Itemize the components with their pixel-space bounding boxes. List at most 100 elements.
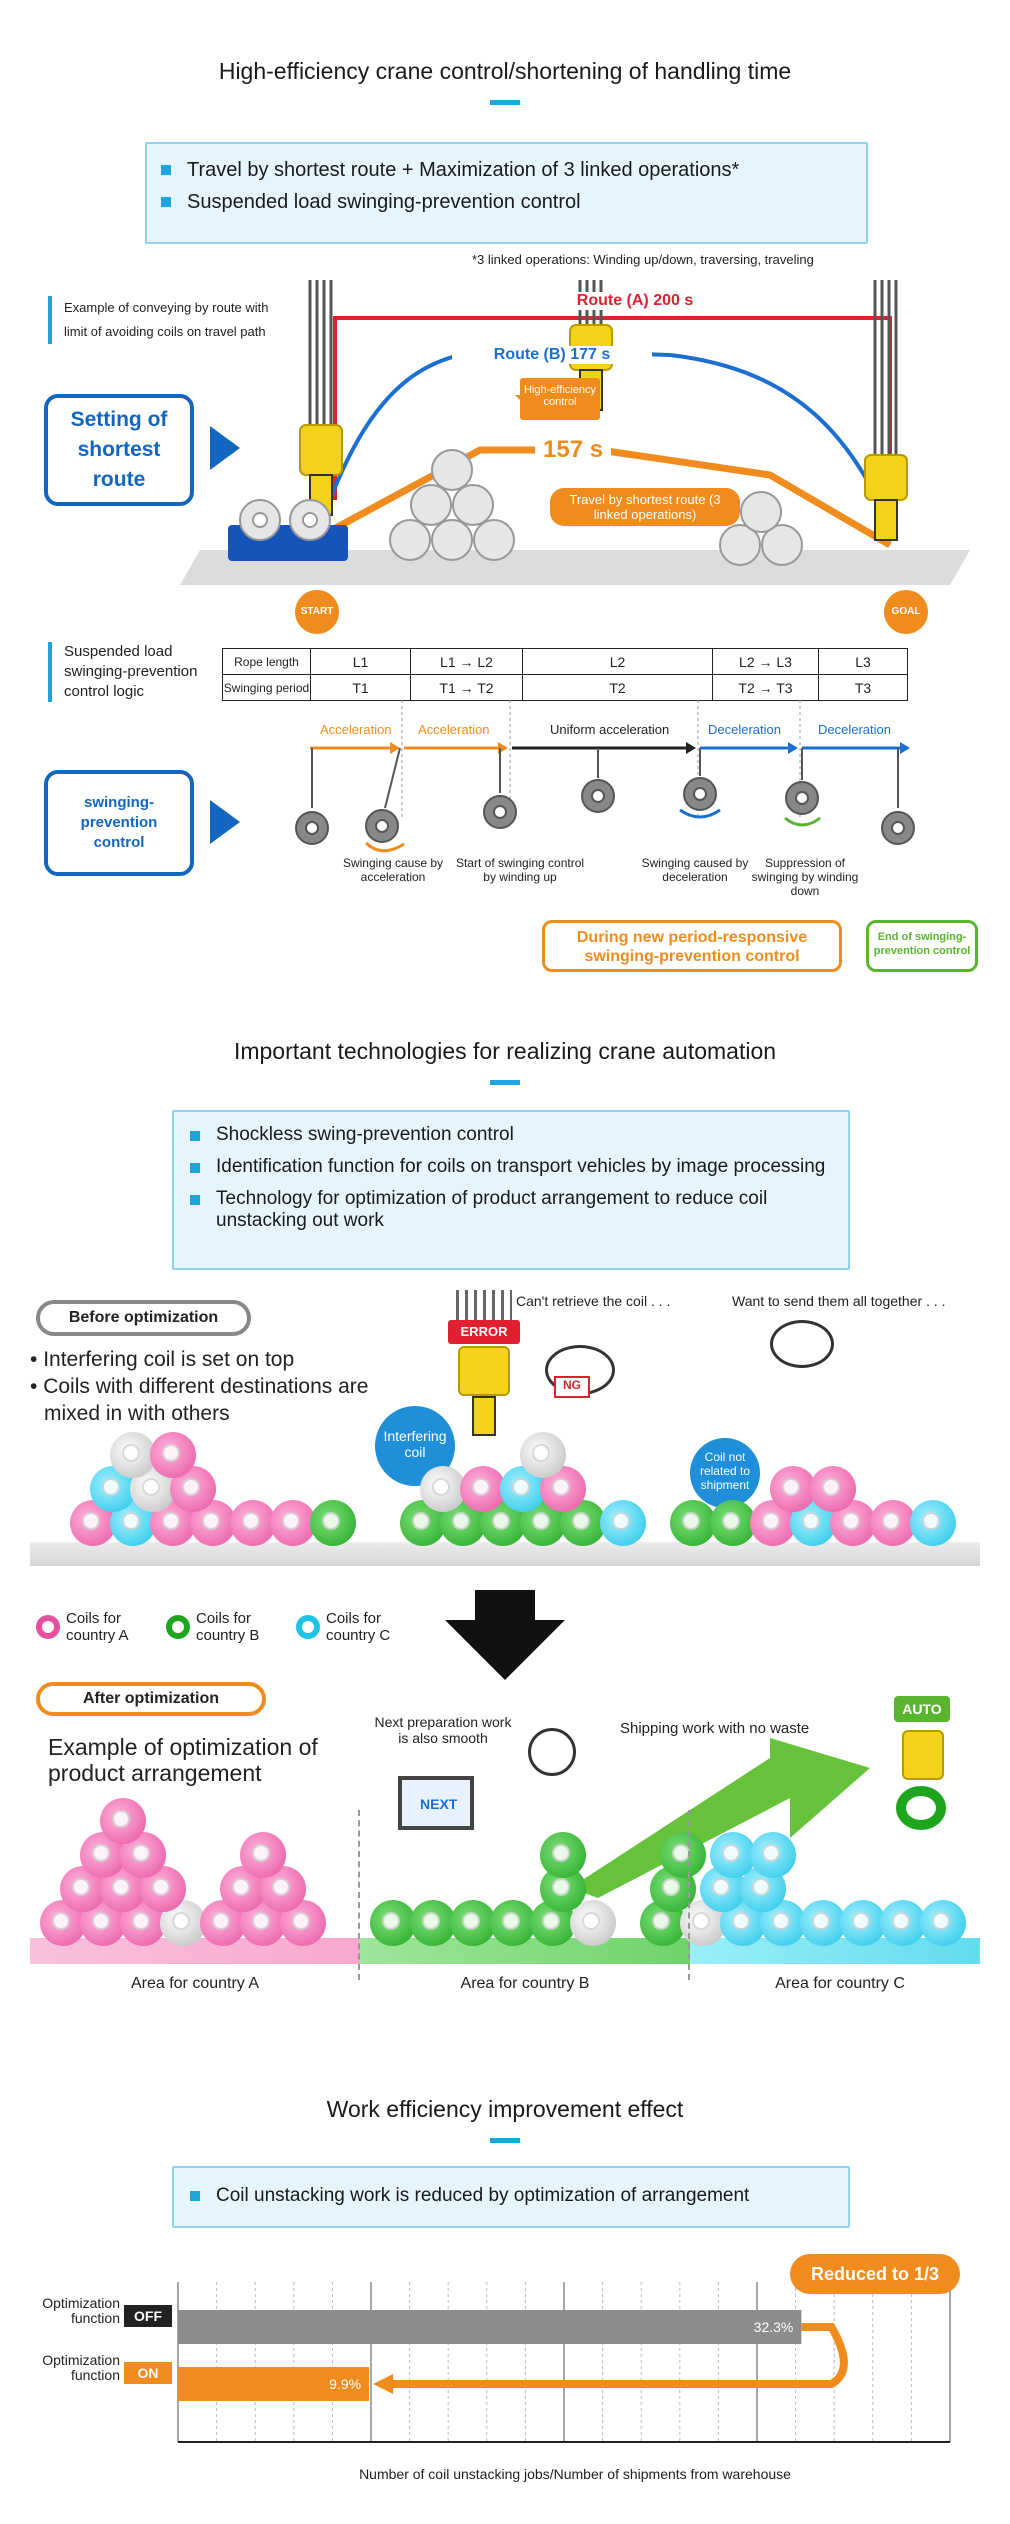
swing-logic-table: Rope length L1 L1 → L2 L2 L2 → L3 L3 Swi… xyxy=(222,648,908,701)
x-axis-label: Number of coil unstacking jobs/Number of… xyxy=(359,2466,791,2482)
table-cell: T2 xyxy=(522,674,713,701)
footnote: *3 linked operations: Winding up/down, t… xyxy=(472,252,814,267)
before-optimization-label: Before optimization xyxy=(36,1300,251,1336)
start-marker: START xyxy=(295,590,339,634)
reduction-arrowhead xyxy=(373,2374,394,2394)
crane-hoist-icon xyxy=(902,1730,944,1780)
table-cell: L2 xyxy=(522,648,713,675)
table-head: Swinging period xyxy=(222,674,311,701)
ng-badge: NG xyxy=(554,1376,590,1398)
white-coil-icon xyxy=(110,1432,156,1478)
caption: Suppression of swinging by winding down xyxy=(751,856,859,898)
want-send-text: Want to send them all together . . . xyxy=(732,1293,946,1309)
caption: Start of swinging control by winding up xyxy=(455,856,585,884)
bullet-square-icon xyxy=(161,197,171,207)
monitor-icon xyxy=(398,1776,474,1830)
green-coil-icon xyxy=(450,1900,496,1946)
bullet-square-icon xyxy=(190,2191,200,2201)
legend-item: Coils for country A xyxy=(36,1610,144,1644)
pink-coil-icon xyxy=(460,1466,506,1512)
area-divider xyxy=(358,1810,360,1980)
table-cell: T2 → T3 xyxy=(712,674,819,701)
info-item: Technology for optimization of product a… xyxy=(190,1188,832,1232)
pink-coil-icon xyxy=(230,1500,276,1546)
cyan-coil-icon xyxy=(750,1832,796,1878)
pink-coil-icon xyxy=(870,1500,916,1546)
route-b-line xyxy=(328,347,890,521)
cyan-coil-icon xyxy=(840,1900,886,1946)
table-cell: T3 xyxy=(818,674,908,701)
coil-stack-right xyxy=(719,491,803,566)
green-coil-icon xyxy=(166,1615,190,1639)
cant-retrieve-text: Can't retrieve the coil . . . xyxy=(516,1293,671,1309)
pink-coil-icon xyxy=(36,1615,60,1639)
area-label: Area for country B xyxy=(460,1975,590,1992)
x-tick-label: 40 (%) xyxy=(944,2451,985,2452)
crane-hoist-start xyxy=(299,280,343,516)
white-coil-icon xyxy=(570,1900,616,1946)
bullet-square-icon xyxy=(161,165,171,175)
phase-label: Acceleration xyxy=(320,722,392,737)
bar-value-label: 9.9% xyxy=(329,2376,361,2392)
row-label-on: Optimization function xyxy=(42,2352,120,2383)
setting-shortest-route-box: Setting of shortest route xyxy=(44,394,194,506)
reduction-arrow xyxy=(389,2323,848,2388)
cyan-coil-icon xyxy=(600,1500,646,1546)
green-coil-icon xyxy=(540,1832,586,1878)
caption: Swinging cause by acceleration xyxy=(342,856,444,884)
section3-info-box: Coil unstacking work is reduced by optim… xyxy=(172,2166,850,2228)
pink-coil-icon xyxy=(140,1866,186,1912)
table-cell: T1 → T2 xyxy=(410,674,523,701)
info-item: Travel by shortest route + Maximization … xyxy=(161,158,852,182)
row-label-off: Optimization function xyxy=(42,2295,120,2326)
example-title: Example of optimization of product arran… xyxy=(48,1734,318,1786)
phase-label: Deceleration xyxy=(818,722,891,737)
crane-hook-icon xyxy=(472,1396,496,1436)
coil-stack-start xyxy=(239,499,331,541)
phase-label: Acceleration xyxy=(418,722,490,737)
white-coil-icon xyxy=(420,1466,466,1512)
coil-legend: Coils for country A Coils for country B … xyxy=(36,1610,404,1644)
section1-title: High-efficiency crane control/shortening… xyxy=(218,58,792,84)
pink-coil-icon xyxy=(810,1466,856,1512)
bullet-square-icon xyxy=(190,1163,200,1173)
legend-item: Coils for country B xyxy=(166,1610,274,1644)
pink-coil-icon xyxy=(270,1500,316,1546)
before-bullets: • Interfering coil is set on top • Coils… xyxy=(30,1346,410,1427)
info-item: Shockless swing-prevention control xyxy=(190,1124,832,1146)
x-tick-label: 10 xyxy=(363,2451,379,2452)
green-coil-icon xyxy=(310,1500,356,1546)
bar-value-label: 32.3% xyxy=(754,2319,794,2335)
table-head: Rope length xyxy=(222,648,311,675)
route-note: Example of conveying by route with limit… xyxy=(48,296,308,344)
white-coil-icon xyxy=(520,1432,566,1478)
section2-info-box: Shockless swing-prevention control Ident… xyxy=(172,1110,850,1270)
bullet-square-icon xyxy=(190,1131,200,1141)
not-related-bubble: Coil not related to shipment xyxy=(690,1438,760,1508)
section3-title: Work efficiency improvement effect xyxy=(326,2096,684,2122)
shipping-text: Shipping work with no waste xyxy=(620,1720,810,1737)
cyan-coil-icon xyxy=(296,1615,320,1639)
efficiency-bar-chart: 32.3%9.9%010203040 (%) xyxy=(174,2282,985,2452)
arrow-right-icon xyxy=(210,800,240,844)
green-coil-icon xyxy=(896,1786,946,1830)
x-tick-label: 20 xyxy=(556,2451,572,2452)
crane-ropes xyxy=(456,1290,512,1320)
goal-marker: GOAL xyxy=(884,590,928,634)
swinging-prevention-control-box: swinging-prevention control xyxy=(44,770,194,876)
shortest-route-label: Travel by shortest route (3 linked opera… xyxy=(550,488,740,526)
bullet-item: • Coils with different destinations are … xyxy=(30,1375,369,1425)
cyan-coil-icon xyxy=(910,1500,956,1546)
coil-stack-center xyxy=(389,449,515,561)
error-badge: ERROR xyxy=(448,1320,520,1344)
pink-coil-icon xyxy=(770,1466,816,1512)
route-a-label: Route (A) 200 s xyxy=(530,292,740,310)
table-cell: L1 → L2 xyxy=(410,648,523,675)
next-text: NEXT xyxy=(420,1796,458,1812)
green-coil-icon xyxy=(710,1500,756,1546)
pink-coil-icon xyxy=(240,1832,286,1878)
cyan-coil-icon xyxy=(800,1900,846,1946)
table-cell: L3 xyxy=(818,648,908,675)
area-divider xyxy=(688,1810,690,1980)
shortest-time-label: 157 s xyxy=(535,436,612,464)
